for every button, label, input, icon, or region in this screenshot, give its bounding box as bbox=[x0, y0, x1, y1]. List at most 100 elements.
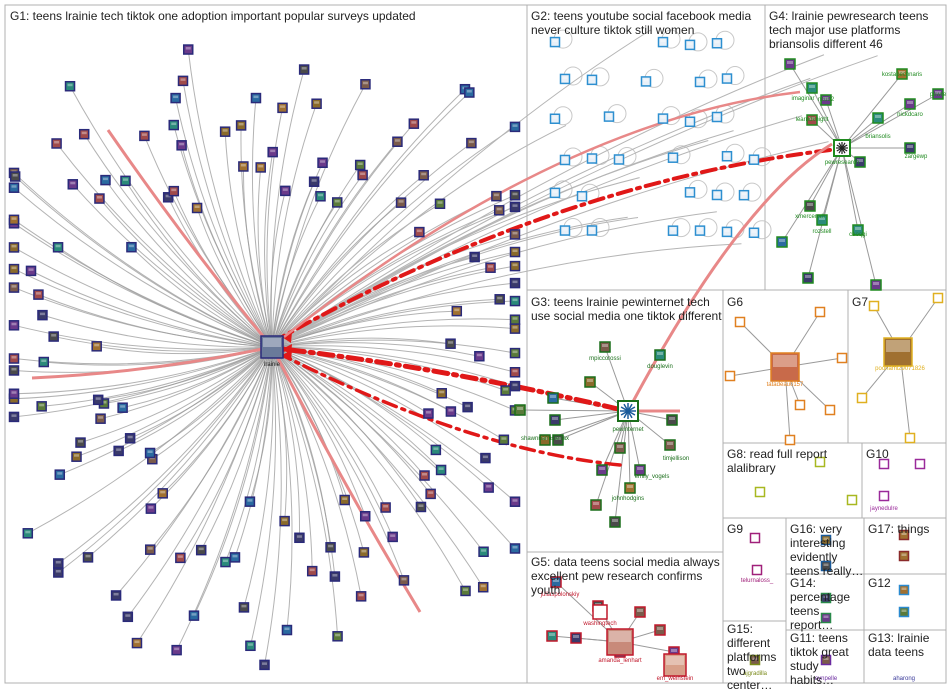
node-g1-16[interactable] bbox=[509, 543, 521, 554]
node-g4-15[interactable] bbox=[870, 279, 882, 291]
node-g1-111[interactable] bbox=[255, 162, 266, 173]
node-g6-3[interactable] bbox=[794, 399, 806, 411]
node-g4-4[interactable] bbox=[896, 68, 908, 80]
node-g1-95[interactable] bbox=[78, 128, 90, 140]
node-g5-7[interactable] bbox=[634, 606, 646, 618]
node-g2-26[interactable] bbox=[586, 225, 598, 236]
node-g1-23[interactable] bbox=[380, 502, 391, 513]
node-g1-60[interactable] bbox=[124, 433, 136, 444]
node-g1-102[interactable] bbox=[168, 119, 179, 131]
node-g1-50[interactable] bbox=[110, 590, 122, 601]
node-g1-125[interactable] bbox=[408, 118, 420, 129]
node-g1-83[interactable] bbox=[8, 242, 20, 253]
node-g2-24[interactable] bbox=[738, 189, 750, 201]
node-g2-7[interactable] bbox=[694, 76, 706, 88]
node-g1-77[interactable] bbox=[8, 320, 20, 331]
node-g1-53[interactable] bbox=[82, 552, 94, 563]
node-g9-0[interactable] bbox=[749, 532, 761, 544]
node-g2-10[interactable] bbox=[603, 111, 615, 122]
node-g3-14[interactable] bbox=[609, 516, 621, 528]
node-g6-0[interactable] bbox=[734, 316, 746, 328]
node-g7-2[interactable] bbox=[856, 392, 868, 404]
node-g1-32[interactable] bbox=[332, 631, 343, 642]
node-g1-118[interactable] bbox=[317, 157, 328, 169]
node-g12-1[interactable] bbox=[898, 606, 910, 618]
node-g3-15[interactable] bbox=[539, 434, 551, 446]
node-g1-35[interactable] bbox=[279, 515, 290, 527]
node-g17-0[interactable] bbox=[898, 529, 910, 541]
node-g1-92[interactable] bbox=[94, 193, 105, 204]
node-g1-129[interactable] bbox=[395, 197, 407, 208]
node-g8-0[interactable] bbox=[754, 486, 766, 498]
node-g4-8[interactable] bbox=[904, 142, 916, 154]
node-g1-113[interactable] bbox=[277, 102, 288, 114]
node-g12-0[interactable] bbox=[898, 584, 910, 596]
node-g1-86[interactable] bbox=[8, 214, 20, 226]
node-g1-112[interactable] bbox=[267, 146, 278, 158]
node-g1-1[interactable] bbox=[474, 350, 485, 362]
node-g1-8[interactable] bbox=[445, 406, 457, 417]
node-g1-27[interactable] bbox=[339, 494, 350, 506]
node-g1-58[interactable] bbox=[22, 528, 34, 539]
node-g1-19[interactable] bbox=[478, 546, 489, 557]
node-g2-12[interactable] bbox=[684, 116, 696, 128]
node-g4-10[interactable] bbox=[804, 200, 816, 212]
node-g1-14[interactable] bbox=[483, 482, 494, 493]
node-g4-5[interactable] bbox=[932, 88, 944, 100]
node-g2-0[interactable] bbox=[549, 36, 561, 48]
node-g1-55[interactable] bbox=[53, 558, 64, 569]
node-g10-2[interactable] bbox=[878, 490, 890, 502]
node-g1-133[interactable] bbox=[414, 226, 425, 238]
node-g2-18[interactable] bbox=[721, 150, 733, 162]
node-g11-0[interactable] bbox=[820, 654, 832, 666]
node-g1-45[interactable] bbox=[195, 544, 207, 556]
node-g1-13[interactable] bbox=[430, 444, 442, 456]
node-g1-99[interactable] bbox=[168, 185, 180, 197]
node-g1-24[interactable] bbox=[387, 531, 398, 543]
node-g1-29[interactable] bbox=[355, 591, 367, 602]
node-g3-0[interactable] bbox=[599, 341, 611, 353]
node-g1-51[interactable] bbox=[145, 503, 157, 514]
node-g1-4[interactable] bbox=[500, 385, 511, 396]
node-g3-13[interactable] bbox=[590, 499, 602, 511]
node-g1-108[interactable] bbox=[238, 161, 249, 172]
node-g1-140[interactable] bbox=[509, 246, 521, 258]
node-g3-2[interactable] bbox=[584, 376, 596, 388]
node-g6-2[interactable] bbox=[724, 370, 736, 382]
node-g3-7[interactable] bbox=[666, 414, 678, 426]
node-g1-137[interactable] bbox=[509, 201, 521, 213]
node-g1-146[interactable] bbox=[509, 295, 521, 307]
node-g1-96[interactable] bbox=[120, 175, 131, 187]
node-g5-0[interactable] bbox=[550, 576, 562, 588]
node-g1-119[interactable] bbox=[315, 191, 326, 202]
node-g1-105[interactable] bbox=[177, 75, 189, 87]
node-g3-12[interactable] bbox=[624, 482, 636, 494]
node-g1-74[interactable] bbox=[8, 353, 20, 364]
node-g1-15[interactable] bbox=[435, 464, 447, 476]
node-g1-132[interactable] bbox=[434, 198, 446, 210]
node-g4-0[interactable] bbox=[784, 58, 796, 70]
node-g7-3[interactable] bbox=[904, 432, 916, 444]
node-g1-97[interactable] bbox=[64, 80, 76, 92]
node-g1-20[interactable] bbox=[415, 501, 427, 513]
node-g2-2[interactable] bbox=[684, 39, 696, 51]
node-g1-28[interactable] bbox=[358, 547, 370, 558]
node-g1-149[interactable] bbox=[445, 338, 456, 349]
node-g1-10[interactable] bbox=[423, 408, 434, 419]
node-g4-13[interactable] bbox=[776, 236, 788, 248]
node-g3-11[interactable] bbox=[634, 464, 646, 476]
node-g1-109[interactable] bbox=[235, 120, 247, 131]
node-g1-143[interactable] bbox=[509, 277, 521, 289]
node-g1-135[interactable] bbox=[509, 189, 521, 201]
node-g2-23[interactable] bbox=[711, 189, 723, 201]
node-g2-25[interactable] bbox=[559, 225, 571, 236]
node-g17-1[interactable] bbox=[898, 550, 910, 562]
node-g1-142[interactable] bbox=[509, 260, 521, 272]
node-g5-3[interactable] bbox=[570, 632, 582, 644]
node-g4-7[interactable] bbox=[872, 112, 884, 124]
node-g1-144[interactable] bbox=[494, 294, 505, 305]
node-g4-12[interactable] bbox=[852, 224, 864, 236]
node-g2-20[interactable] bbox=[549, 187, 561, 199]
node-g1-130[interactable] bbox=[466, 137, 477, 149]
node-g1-101[interactable] bbox=[191, 202, 203, 214]
